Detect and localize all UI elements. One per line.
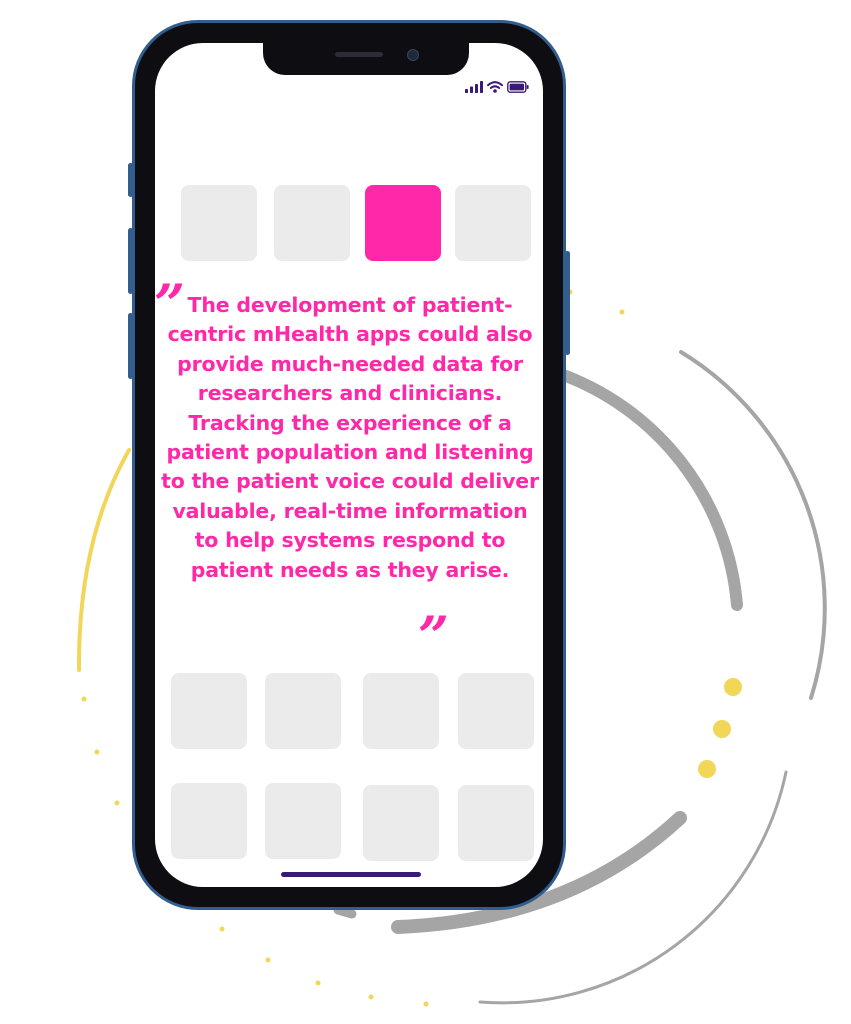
gray-arc-lower [391,811,687,934]
gray-arc-outer-top [679,350,827,700]
app-tile[interactable] [363,785,439,861]
phone-notch [263,43,469,75]
phone-button-mute [128,163,133,197]
quote-text: The development of patient-centric mHeal… [161,293,539,582]
gray-arc-outer-bottom [478,770,788,1005]
phone-button-power [565,251,570,355]
yellow-dot-large [724,678,742,696]
close-quote-icon: ” [418,604,450,668]
app-tile[interactable] [458,673,534,749]
phone-mockup: ” The development of patient-centric mHe… [128,20,570,910]
gray-arc-inner [549,366,743,611]
yellow-dot-small [94,749,100,755]
battery-icon [507,81,529,93]
yellow-dot-large [713,720,731,738]
app-tile[interactable] [181,185,257,261]
yellow-dot-small [619,309,625,315]
app-tile[interactable] [171,783,247,859]
app-tile[interactable] [455,185,531,261]
phone-button-volume-down [128,313,133,379]
app-tile[interactable] [265,673,341,749]
app-tile[interactable] [265,783,341,859]
phone-screen: ” The development of patient-centric mHe… [155,43,543,887]
home-indicator[interactable] [281,872,421,877]
yellow-dot-small [368,994,374,1000]
wifi-icon [487,81,503,93]
yellow-dot-small [265,957,271,963]
yellow-dot-small [423,1001,429,1007]
app-tile[interactable] [363,673,439,749]
app-tile[interactable] [274,185,350,261]
phone-button-volume-up [128,228,133,294]
signal-bars-icon [465,81,483,93]
yellow-dot-small [315,980,321,986]
yellow-dot-small [81,696,87,702]
app-tile[interactable] [458,785,534,861]
app-tile-active[interactable] [365,185,441,261]
camera-icon [407,49,419,61]
gray-arc-lower-tail [333,905,357,919]
status-bar [449,81,529,95]
yellow-dot-small [114,800,120,806]
yellow-dot-small [219,926,225,932]
open-quote-icon: ” [155,272,186,336]
yellow-dot-large [698,760,716,778]
app-tile[interactable] [171,673,247,749]
yellow-arc [76,448,131,672]
speaker-grille [335,52,383,57]
